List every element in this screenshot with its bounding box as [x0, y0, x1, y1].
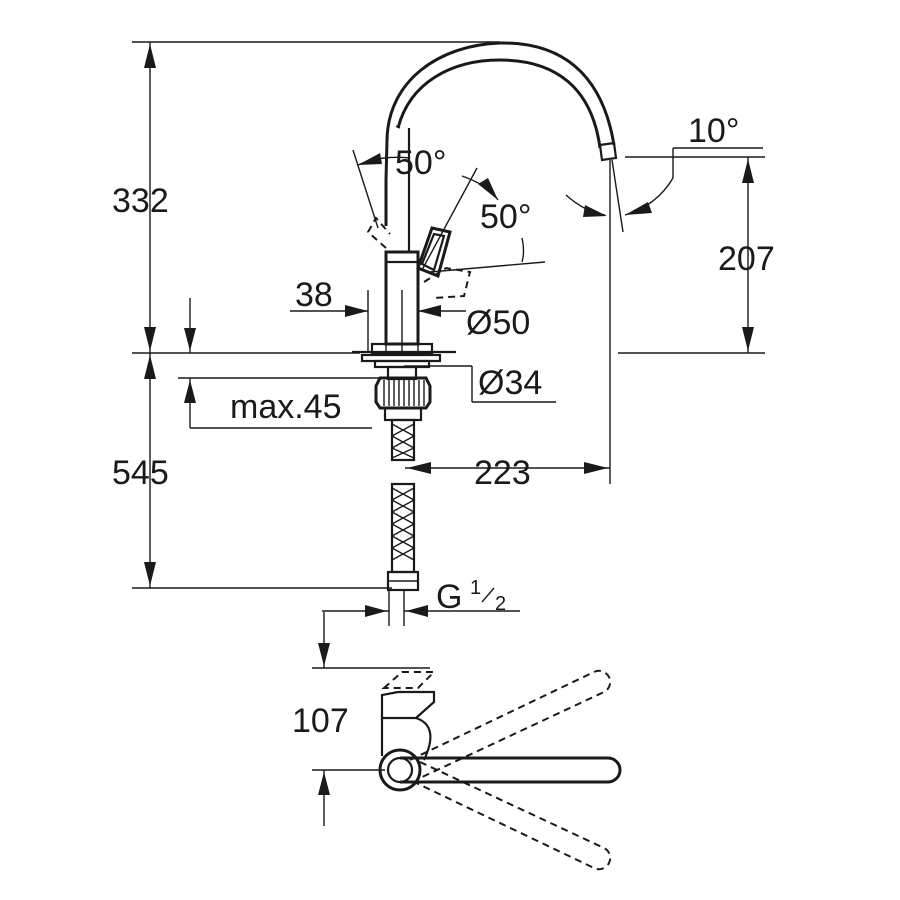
label-max-45: max.45	[230, 388, 342, 426]
label-angle-50-left: 50°	[395, 144, 446, 182]
label-thread-sub: 2	[495, 593, 506, 615]
label-clearance-107: 107	[292, 702, 349, 740]
dimension-lines	[132, 41, 765, 826]
label-diameter-50: Ø50	[466, 304, 530, 342]
hose-upper	[390, 418, 416, 462]
faucet-side-view	[352, 41, 618, 592]
label-height-332: 332	[112, 182, 169, 220]
faucet-top-view	[378, 669, 622, 871]
label-height-207: 207	[718, 240, 775, 278]
label-thread-sup: 1	[470, 577, 481, 599]
label-angle-10: 10°	[688, 112, 739, 150]
label-angle-50-right: 50°	[480, 198, 531, 236]
thread-fraction-bar	[481, 587, 495, 603]
label-reach-223: 223	[474, 454, 531, 492]
hose-lower	[386, 482, 420, 592]
dimension-labels: 332 545 10° 207 50° 50° 38 Ø50 Ø34 max.4…	[112, 112, 775, 740]
label-diameter-34: Ø34	[478, 364, 542, 402]
label-offset-38: 38	[295, 276, 333, 314]
label-hose-545: 545	[112, 454, 169, 492]
label-thread-g: G	[436, 578, 462, 616]
